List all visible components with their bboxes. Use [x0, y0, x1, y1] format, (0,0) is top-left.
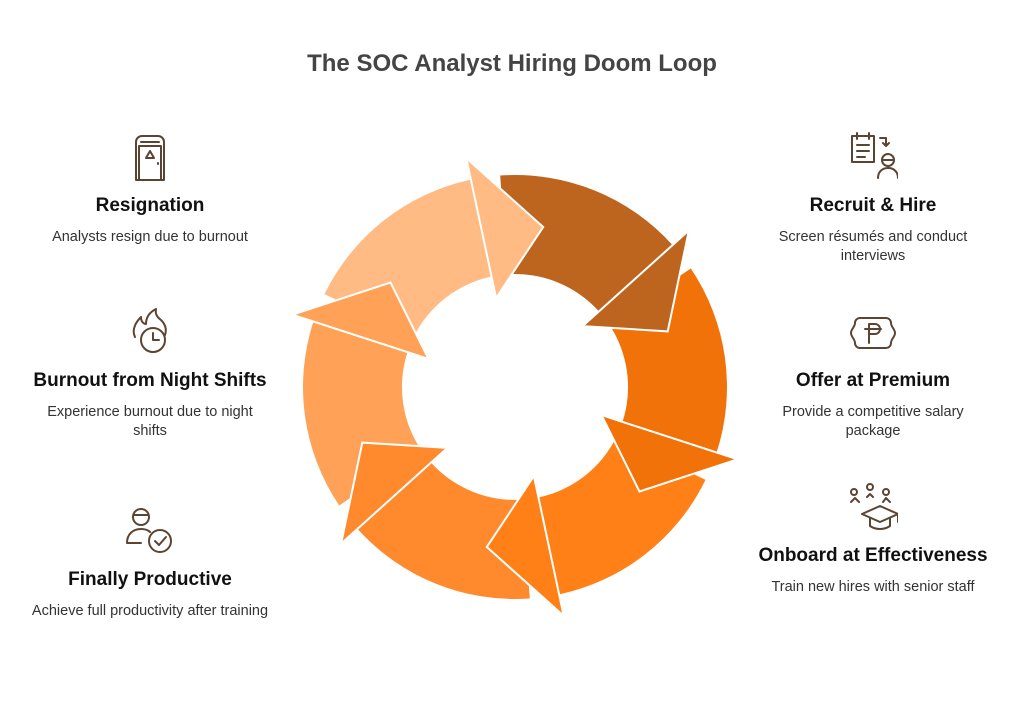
checklist-person-icon	[848, 130, 899, 180]
step-desc: Achieve full productivity after training	[31, 603, 269, 619]
step-title: Resignation	[95, 195, 205, 216]
step-title: Onboard at Effectiveness	[758, 545, 988, 566]
person-check-icon	[125, 505, 175, 555]
arrow-head-onboard	[485, 473, 566, 619]
step-desc: Experience burnout due to night shifts	[47, 404, 253, 439]
fire-clock-icon	[125, 307, 175, 357]
diagram-title: The SOC Analyst Hiring Doom Loop	[307, 50, 717, 77]
step-desc: Analysts resign due to burnout	[52, 229, 248, 245]
step-title: Burnout from Night Shifts	[33, 370, 267, 391]
arrow-head-offer	[599, 413, 741, 493]
step-offer: Offer at Premium Provide a competitive s…	[753, 369, 993, 441]
graduation-cap-icon	[848, 482, 899, 532]
step-recruit: Recruit & Hire Screen résumés and conduc…	[753, 194, 993, 266]
arrow-segment-recruit	[500, 174, 673, 312]
step-resignation: Resignation Analysts resign due to burno…	[30, 194, 270, 247]
step-desc: Provide a competitive salary package	[782, 404, 964, 439]
arrow-head-recruit	[580, 227, 691, 333]
step-onboard: Onboard at Effectiveness Train new hires…	[753, 544, 993, 597]
arrow-head-resignation	[464, 155, 545, 301]
step-desc: Screen résumés and conduct interviews	[778, 229, 968, 264]
currency-badge-icon	[848, 308, 898, 358]
step-desc: Train new hires with senior staff	[771, 579, 975, 595]
exit-door-icon	[125, 132, 175, 182]
step-productive: Finally Productive Achieve full producti…	[30, 568, 270, 621]
step-burnout: Burnout from Night Shifts Experience bur…	[30, 369, 270, 441]
step-title: Recruit & Hire	[809, 195, 937, 216]
step-title: Offer at Premium	[795, 370, 951, 391]
arrow-segment-productive	[357, 462, 530, 600]
arrow-head-burnout	[289, 281, 431, 361]
step-title: Finally Productive	[68, 569, 232, 590]
arrow-head-productive	[339, 441, 450, 547]
